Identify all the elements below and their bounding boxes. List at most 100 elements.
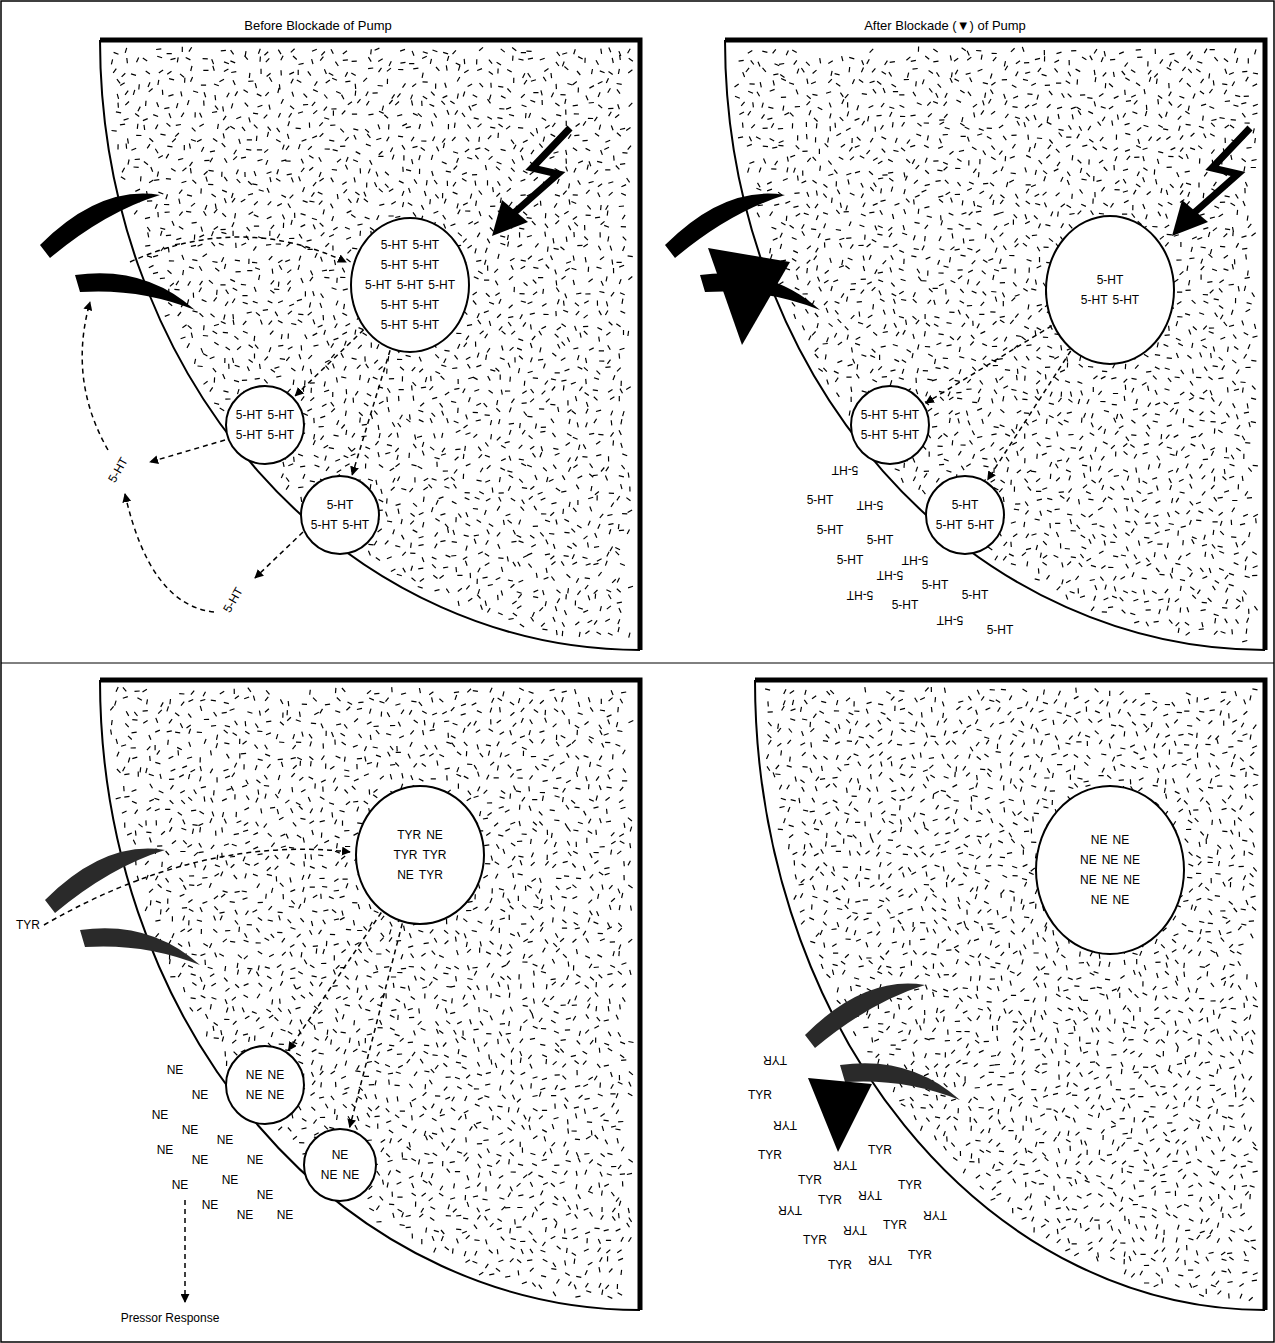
transport-arrow <box>295 330 363 396</box>
transmitter-label: NE <box>152 1108 169 1122</box>
transmitter-label: NE <box>321 1168 338 1182</box>
transmitter-label: NE <box>247 1153 264 1167</box>
transmitter-label: 5-HT <box>817 523 844 537</box>
terminal-border <box>100 40 640 650</box>
membrane-outline <box>755 680 1265 1310</box>
transmitter-label: TYR <box>923 1208 947 1222</box>
transmitter-label: 5-HT <box>1097 273 1124 287</box>
transmitter-label: NE <box>217 1133 234 1147</box>
transmitter-label: TYR <box>748 1088 772 1102</box>
vesicle-circle: NE NE NE <box>303 1128 377 1202</box>
transmitter-label: NE <box>1102 873 1119 887</box>
transmitter-label: 5-HT <box>105 455 130 485</box>
transmitter-label: NE <box>277 1208 294 1222</box>
transmitter-label: 5-HT <box>381 318 408 332</box>
transmitter-label: TYR <box>419 868 443 882</box>
release-arrow <box>255 532 303 578</box>
transmitter-label: 5-HT <box>397 278 424 292</box>
transmitter-label: 5-HT <box>937 613 964 627</box>
transmitter-label: NE <box>343 1168 360 1182</box>
cytoplasm-speckles <box>111 47 633 638</box>
transmitter-label: 5-HT <box>428 278 455 292</box>
bolt-zigzag <box>515 128 570 212</box>
transmitter-label: NE <box>268 1088 285 1102</box>
transmitter-label: TYR <box>883 1218 907 1232</box>
uptake-pump <box>45 849 200 965</box>
transmitter-label: 5-HT <box>236 408 263 422</box>
vesicle-circle: 5-HT5-HT5-HT5-HT <box>850 385 930 465</box>
transmitter-label: 5-HT <box>268 408 295 422</box>
transmitter-label: TYR <box>858 1188 882 1202</box>
transmitter-label: NE <box>192 1088 209 1102</box>
transmitter-label: 5-HT <box>413 298 440 312</box>
transmitter-label: 5-HT <box>893 408 920 422</box>
pump-crescent <box>45 849 165 913</box>
transmitter-label: 5-HT <box>837 553 864 567</box>
vesicle-circle: NENENENENENENENENENE <box>1035 785 1185 955</box>
transmitter-label: NE <box>1080 853 1097 867</box>
uptake-arrow <box>130 237 346 262</box>
transport-arrow <box>289 913 382 1051</box>
transmitter-label: NE <box>1091 833 1108 847</box>
transmitter-label: NE <box>1123 873 1140 887</box>
transmitter-label: 5-HT <box>902 553 929 567</box>
transport-arrow <box>926 326 1052 403</box>
transmitter-label: NE <box>397 868 414 882</box>
pump-crescent <box>665 194 785 258</box>
transmitter-label: NE <box>268 1068 285 1082</box>
transmitter-label: 5-HT <box>877 568 904 582</box>
cytoplasm-texture <box>110 47 1258 1301</box>
transmitter-label: TYR <box>843 1223 867 1237</box>
transmitter-label: TYR <box>778 1203 802 1217</box>
reuptake-arrow <box>82 302 108 450</box>
vesicle-circle: 5-HT 5-HT 5-HT <box>925 475 1005 555</box>
transmitter-label: 5-HT <box>236 428 263 442</box>
pump-crescent <box>80 928 200 965</box>
transmitter-label: NE <box>167 1063 184 1077</box>
cytoplasm-speckles <box>110 687 633 1298</box>
vesicle-circle: 5-HT5-HT5-HT <box>1045 215 1175 365</box>
transmitter-label: 5-HT <box>832 463 859 477</box>
terminal-border <box>100 680 640 1310</box>
transmitter-label: NE <box>332 1148 349 1162</box>
transmitter-label: 5-HT <box>807 493 834 507</box>
transmitter-label: 5-HT <box>268 428 295 442</box>
blockade-triangle <box>808 1078 872 1152</box>
vesicle-circle: 5-HT5-HT5-HT <box>300 475 380 555</box>
transmitter-label: TYR <box>773 1118 797 1132</box>
bolt-head <box>1172 200 1208 236</box>
transmitter-label: 5-HT <box>893 428 920 442</box>
pump-crescent <box>75 273 195 310</box>
transmitter-label: 5-HT <box>857 498 884 512</box>
transport-arrow <box>988 351 1071 480</box>
cytoplasm-speckles <box>735 47 1259 642</box>
bolt-zigzag <box>1195 128 1250 212</box>
cytoplasm-speckles <box>765 687 1258 1301</box>
terminal-border <box>755 680 1265 1310</box>
uptake-pump <box>665 194 820 345</box>
transmitter-label: 5-HT <box>381 238 408 252</box>
transmitter-label: NE <box>1102 853 1119 867</box>
transmitter-label: 5-HT <box>1113 293 1140 307</box>
transmitter-label: 5-HT <box>381 258 408 272</box>
transmitter-label: 5-HT <box>952 498 979 512</box>
bolt-head <box>492 200 528 236</box>
panel-heading: Before Blockade of Pump <box>244 19 391 33</box>
transmitter-label: NE <box>1091 893 1108 907</box>
transmitter-label: TYR <box>763 1053 787 1067</box>
transmitter-label: NE <box>157 1143 174 1157</box>
transmitter-label: 5-HT <box>962 588 989 602</box>
transmitter-label: NE <box>237 1208 254 1222</box>
membrane-outline <box>725 40 1265 650</box>
reuptake-arrow <box>125 494 214 612</box>
transmitter-label: TYR <box>898 1178 922 1192</box>
transmitter-label: 5-HT <box>311 518 338 532</box>
panel-divider <box>1 663 1274 664</box>
transmitter-label: 5-HT <box>967 518 994 532</box>
transmitter-label: 5-HT <box>936 518 963 532</box>
transmitter-label: NE <box>246 1088 263 1102</box>
